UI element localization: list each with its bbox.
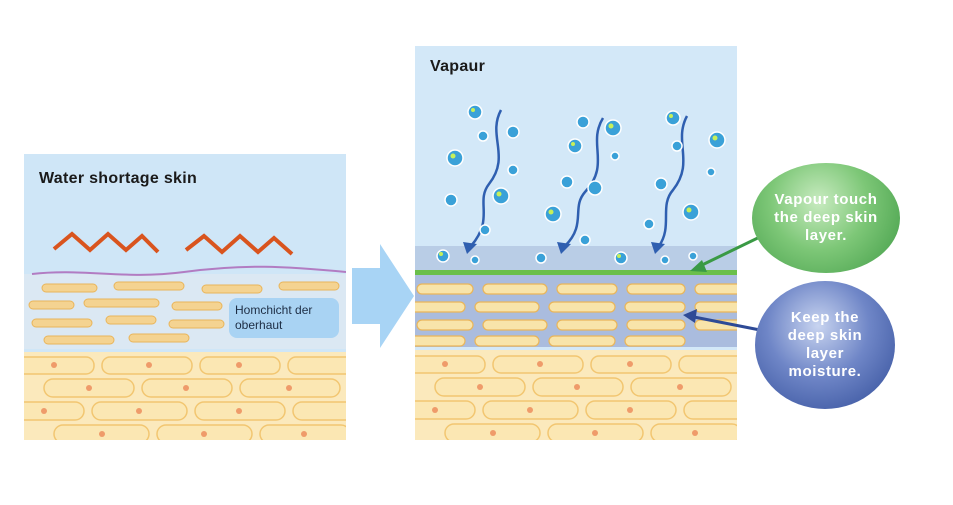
water-shortage-panel: Water shortage skin Homchicht der oberha…: [24, 154, 346, 440]
vapour-callout-bubble: Vapour touch the deep skin layer.: [752, 163, 900, 273]
vapour-streams: [470, 109, 689, 247]
cell-nuclei: [41, 362, 307, 437]
vapour-arrowheads: [463, 242, 665, 254]
vapour-title: Vapaur: [430, 58, 486, 75]
water-shortage-illustration: [24, 231, 346, 440]
moisture-callout-bubble: Keep the deep skin layer moisture.: [755, 281, 895, 409]
vapour-illustration: [415, 104, 737, 440]
vapour-panel: Vapaur: [415, 46, 737, 440]
wrinkle-zigzag-icon: [184, 233, 294, 256]
right-arrow-icon: [352, 244, 414, 348]
wrinkle-zigzag-icon: [52, 231, 160, 254]
skin-surface-line: [31, 265, 346, 276]
vapour-callout-text: Vapour touch the deep skin layer.: [774, 191, 878, 244]
dry-cell-flakes: [28, 281, 340, 345]
cell-nuclei: [432, 361, 698, 436]
moisture-callout-text: Keep the deep skin layer moisture.: [787, 309, 863, 380]
water-droplet-icon: [436, 104, 726, 265]
water-shortage-title: Water shortage skin: [39, 170, 198, 187]
epidermis-label: Homchicht der oberhaut: [229, 298, 339, 338]
green-moist-line: [415, 270, 737, 275]
